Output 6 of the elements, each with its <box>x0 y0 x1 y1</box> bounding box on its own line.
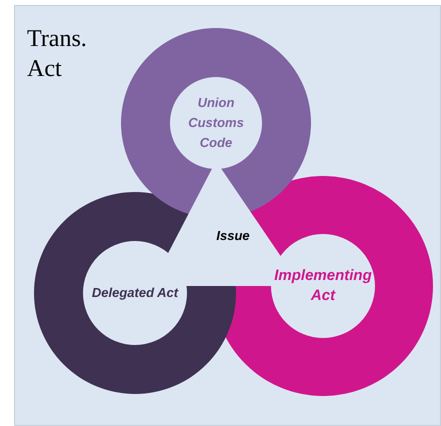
ring-label: Union Customs Code <box>187 94 245 152</box>
ring-label: Implementing Act <box>273 266 373 306</box>
center-label: Issue <box>215 227 251 245</box>
ring-label: Delegated Act <box>90 284 180 302</box>
diagram-panel <box>14 5 441 426</box>
panel-title: Trans. Act <box>27 25 88 84</box>
